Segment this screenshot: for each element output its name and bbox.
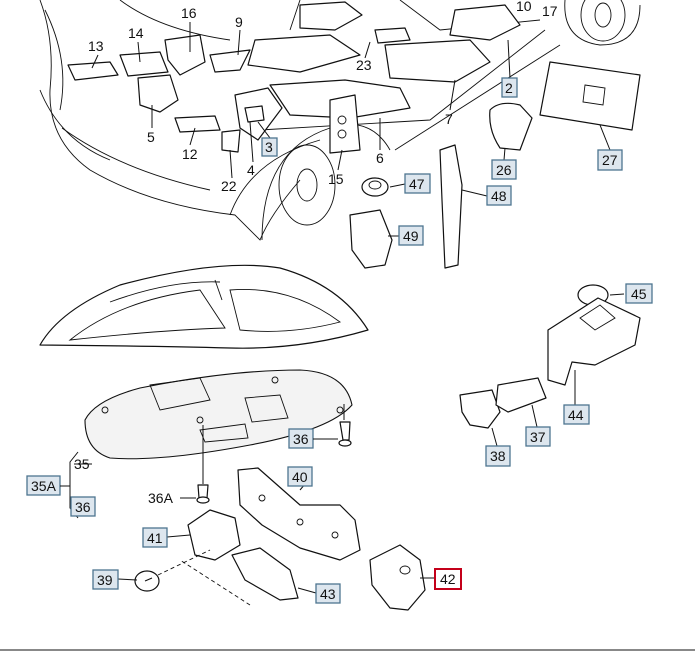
callout-40[interactable]: 40 (287, 466, 313, 487)
svg-text:26: 26 (496, 162, 512, 178)
svg-text:35A: 35A (31, 478, 57, 494)
callout-44[interactable]: 44 (563, 404, 590, 425)
label-10: 10 (516, 0, 532, 14)
label-13: 13 (88, 38, 104, 54)
label-23: 23 (356, 57, 372, 73)
callout-39[interactable]: 39 (92, 569, 119, 590)
svg-text:38: 38 (490, 448, 506, 464)
callout-41[interactable]: 41 (142, 527, 168, 548)
label-17: 17 (542, 3, 558, 19)
svg-text:41: 41 (147, 530, 163, 546)
svg-text:42: 42 (440, 571, 456, 587)
svg-text:27: 27 (602, 152, 618, 168)
label-9: 9 (235, 14, 243, 30)
svg-text:43: 43 (320, 586, 336, 602)
label-12: 12 (182, 146, 198, 162)
svg-text:49: 49 (403, 228, 419, 244)
label-14: 14 (128, 25, 144, 41)
callout-36-top[interactable]: 36 (288, 428, 314, 449)
label-15: 15 (328, 171, 344, 187)
svg-text:39: 39 (97, 572, 113, 588)
callout-35a[interactable]: 35A (26, 475, 61, 496)
label-35: 35 (74, 456, 90, 472)
svg-text:47: 47 (409, 176, 425, 192)
label-22: 22 (221, 178, 237, 194)
label-5: 5 (147, 129, 155, 145)
svg-text:45: 45 (631, 286, 647, 302)
vehicle-body-outline (39, 0, 641, 241)
callout-42-selected[interactable]: 42 (434, 568, 462, 590)
callout-26[interactable]: 26 (491, 159, 517, 180)
callout-43[interactable]: 43 (315, 583, 341, 604)
callout-27[interactable]: 27 (597, 149, 623, 171)
svg-text:3: 3 (265, 139, 273, 155)
svg-text:48: 48 (491, 188, 507, 204)
callout-47[interactable]: 47 (404, 173, 431, 194)
floor-insulation-parts (67, 1, 641, 269)
svg-text:40: 40 (292, 469, 308, 485)
label-36a: 36A (148, 490, 174, 506)
svg-text:36: 36 (293, 431, 309, 447)
plain-part-labels: 16 9 10 17 13 14 23 5 12 22 4 7 6 15 35 … (74, 0, 558, 506)
label-16: 16 (181, 5, 197, 21)
callout-3[interactable]: 3 (261, 137, 278, 157)
top-leader-lines (91, 22, 611, 237)
callout-38[interactable]: 38 (485, 445, 511, 467)
label-6: 6 (376, 150, 384, 166)
callout-48[interactable]: 48 (486, 185, 512, 206)
svg-text:37: 37 (530, 429, 546, 445)
right-insulation-parts (459, 284, 641, 447)
svg-text:2: 2 (505, 80, 513, 96)
bottom-insulation-parts (117, 467, 434, 611)
callout-2[interactable]: 2 (501, 77, 518, 98)
callout-49[interactable]: 49 (398, 225, 424, 246)
svg-text:44: 44 (568, 407, 584, 423)
callout-36-bottom[interactable]: 36 (70, 496, 96, 517)
callout-45[interactable]: 45 (625, 283, 653, 304)
svg-text:36: 36 (75, 499, 91, 515)
label-4: 4 (247, 162, 255, 178)
callout-37[interactable]: 37 (525, 426, 551, 447)
label-7: 7 (445, 111, 453, 127)
bonnet-assembly (39, 264, 369, 504)
